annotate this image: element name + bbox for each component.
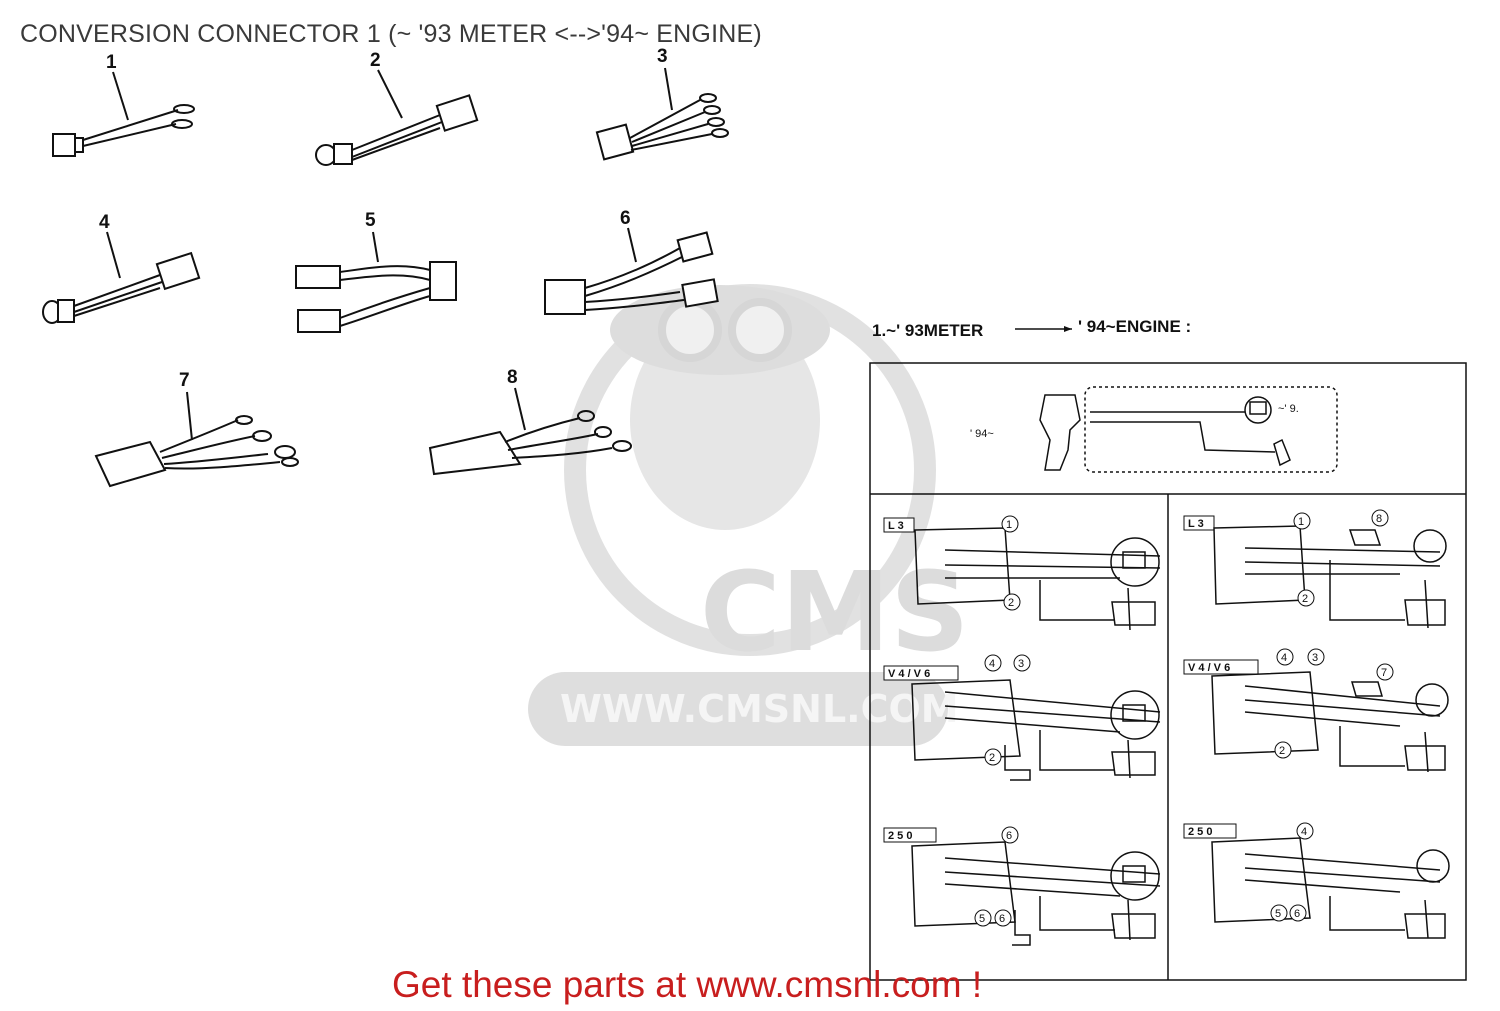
part-number-6: 6	[620, 208, 631, 229]
callout: 1	[1298, 516, 1304, 528]
callout: 6	[1294, 908, 1300, 920]
callout: 2	[989, 752, 995, 764]
section-v4v6-left: V 4 / V 6 4 3 2	[883, 654, 1161, 781]
part-1[interactable]: 1	[52, 52, 195, 157]
engine-overview: ' 94~ ~' 9.	[970, 386, 1338, 473]
wiring-schematic: 1.~' 93METER ' 94~ENGINE : ' 94~ ~' 9. L…	[869, 317, 1467, 981]
top-label-left: ' 94~	[970, 428, 994, 440]
part-4[interactable]: 4	[42, 212, 201, 324]
watermark: CMS WWW.CMSNL.COM	[528, 284, 969, 746]
callout: 6	[1006, 830, 1012, 842]
watermark-brand: CMS	[700, 548, 969, 676]
footer-link[interactable]: Get these parts at www.cmsnl.com !	[392, 964, 983, 1005]
part-number-3: 3	[657, 46, 668, 67]
callout: 4	[1301, 826, 1307, 838]
part-3[interactable]: 3	[595, 46, 729, 161]
callout: 2	[1302, 593, 1308, 605]
schematic-heading: 1.~' 93METER	[872, 321, 983, 340]
section-250-right: 2 5 0 4 5 6	[1183, 822, 1450, 939]
callout: 1	[1006, 519, 1012, 531]
part-5[interactable]: 5	[295, 210, 457, 333]
top-label-right: ~' 9.	[1278, 403, 1299, 415]
section-label: V 4 / V 6	[1188, 662, 1230, 674]
watermark-url: WWW.CMSNL.COM	[560, 687, 959, 731]
section-label: 2 5 0	[1188, 826, 1212, 838]
part-7[interactable]: 7	[94, 370, 299, 488]
section-label: 2 5 0	[888, 830, 912, 842]
callout: 4	[1281, 652, 1287, 664]
callout: 2	[1279, 745, 1285, 757]
callout: 6	[999, 913, 1005, 925]
part-number-2: 2	[370, 50, 381, 71]
part-6[interactable]: 6	[544, 208, 719, 315]
callout: 5	[979, 913, 985, 925]
section-l3-left: L 3 1 2	[883, 515, 1161, 631]
callout: 8	[1376, 513, 1382, 525]
callout: 7	[1381, 667, 1387, 679]
callout: 5	[1275, 908, 1281, 920]
part-number-4: 4	[99, 212, 110, 233]
part-2[interactable]: 2	[315, 50, 479, 166]
section-l3-right: L 3 1 2 8	[1183, 509, 1447, 629]
section-label: L 3	[1188, 518, 1204, 530]
part-8[interactable]: 8	[428, 367, 632, 476]
callout: 3	[1018, 658, 1024, 670]
callout: 3	[1312, 652, 1318, 664]
part-number-7: 7	[179, 370, 190, 391]
part-number-8: 8	[507, 367, 518, 388]
page-title: CONVERSION CONNECTOR 1 (~ '93 METER <-->…	[20, 20, 762, 48]
schematic-heading-right: ' 94~ENGINE :	[1078, 317, 1191, 336]
section-v4v6-right: V 4 / V 6 4 3 7 2	[1183, 648, 1449, 773]
section-label: V 4 / V 6	[888, 668, 930, 680]
section-250-left: 2 5 0 6 5 6	[883, 826, 1161, 946]
callout: 4	[989, 658, 995, 670]
part-number-1: 1	[106, 52, 117, 73]
part-number-5: 5	[365, 210, 376, 231]
section-label: L 3	[888, 520, 904, 532]
callout: 2	[1008, 597, 1014, 609]
